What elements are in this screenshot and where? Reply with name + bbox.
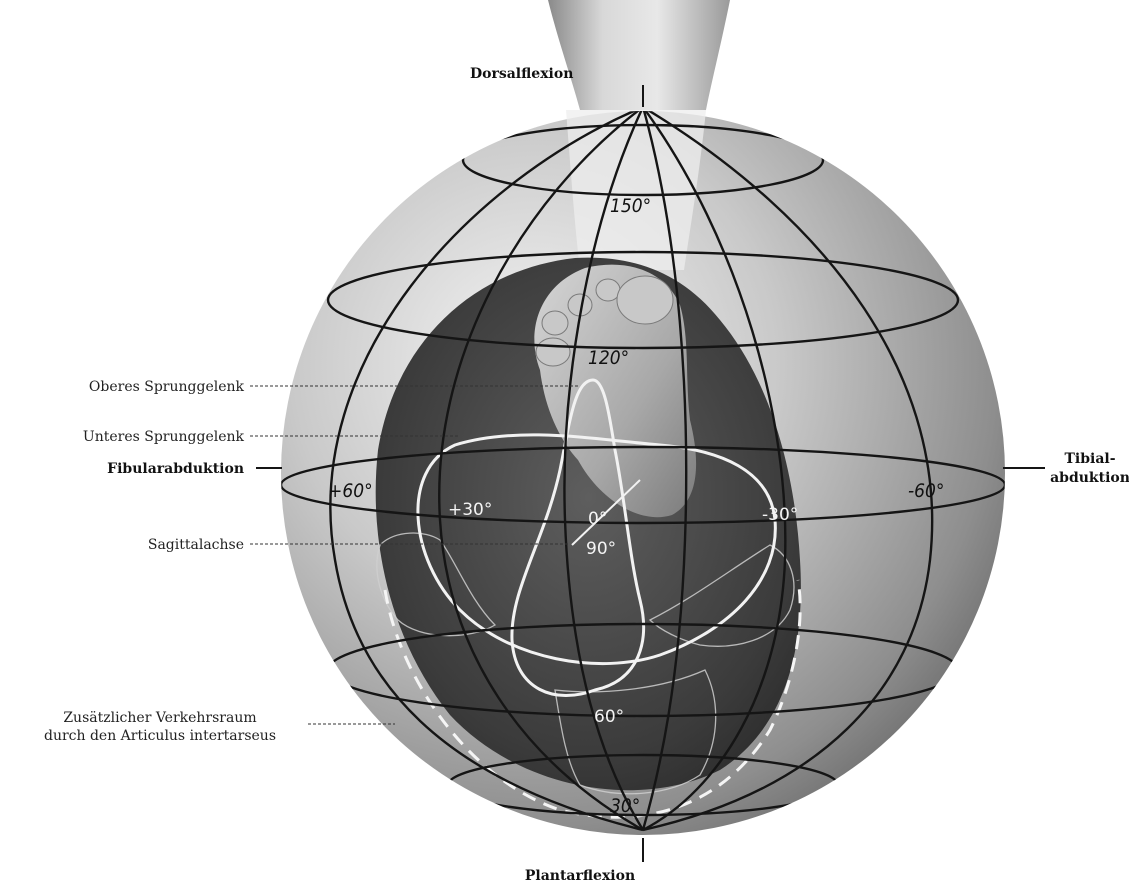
label-dorsalflexion: Dorsalflexion <box>470 66 573 82</box>
deg-0: 0° <box>588 509 607 529</box>
annotation-upper-ankle: Oberes Sprunggelenk <box>89 379 245 395</box>
label-tibialabduktion-2: abduktion <box>1050 470 1129 486</box>
deg-90: 90° <box>586 539 616 559</box>
annotation-extra-range-2: durch den Articulus intertarseus <box>44 728 276 744</box>
label-tibialabduktion-1: Tibial- <box>1064 451 1115 467</box>
leg-illustration <box>548 0 730 110</box>
label-plantarflexion: Plantarflexion <box>525 868 635 884</box>
deg-150: 150° <box>610 195 651 217</box>
deg-60-bottom: 60° <box>594 707 624 727</box>
annotation-lower-ankle: Unteres Sprunggelenk <box>83 429 245 445</box>
deg-30-bottom: 30° <box>610 795 640 817</box>
deg-minus60: -60° <box>908 480 944 502</box>
label-fibularabduktion: Fibularabduktion <box>107 461 244 477</box>
deg-plus30: +30° <box>448 500 492 520</box>
annotation-extra-range-1: Zusätzlicher Verkehrsraum <box>63 710 256 726</box>
annotation-sagittal-axis: Sagittalachse <box>148 537 244 553</box>
deg-120: 120° <box>588 347 629 369</box>
deg-minus30: -30° <box>762 505 798 525</box>
deg-plus60: +60° <box>328 480 373 502</box>
